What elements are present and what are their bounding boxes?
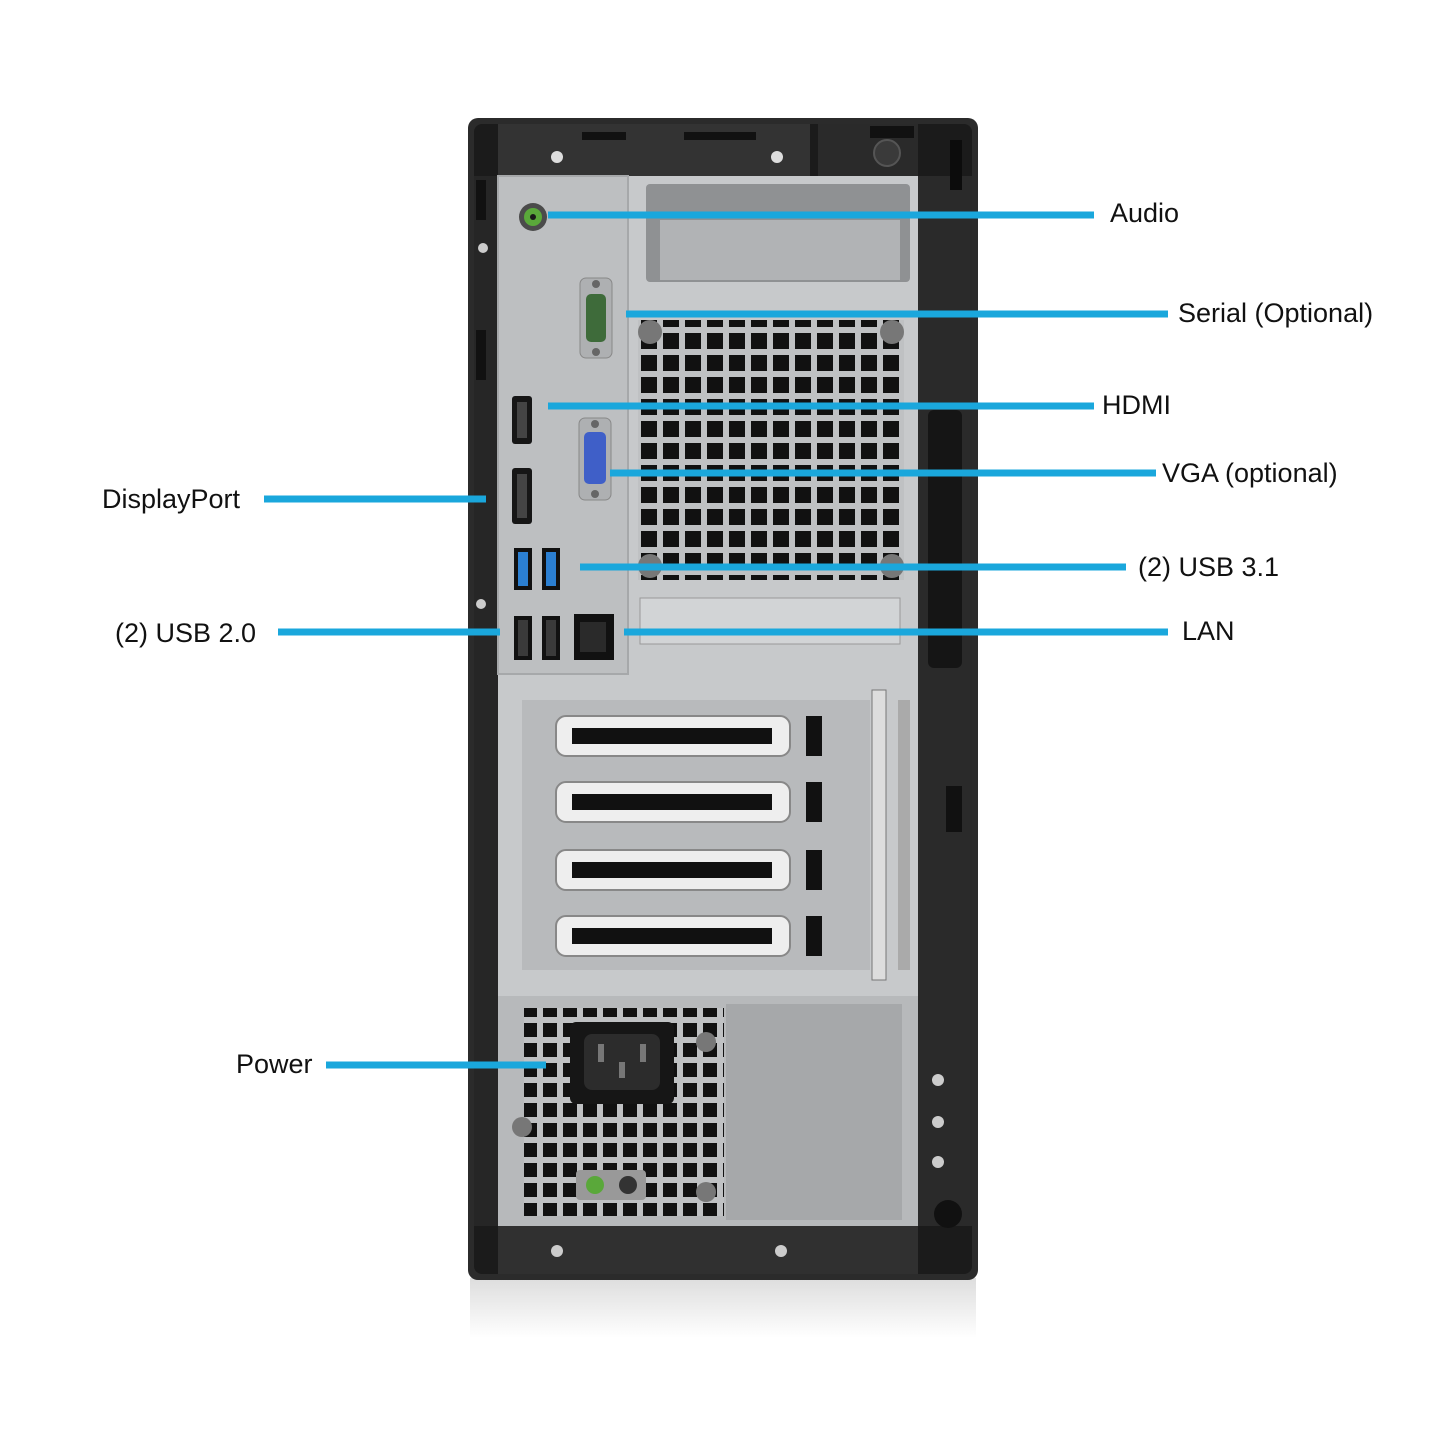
- label-displayport: DisplayPort: [102, 484, 241, 514]
- screw-icon: [775, 1245, 787, 1257]
- fan-grille: [638, 320, 904, 580]
- label-audio: Audio: [1110, 198, 1180, 228]
- top-strip: [498, 124, 810, 176]
- screw-icon: [512, 1117, 532, 1137]
- callout-lines: [264, 211, 1168, 1069]
- label-lan: LAN: [1182, 616, 1235, 646]
- screw-icon: [551, 151, 563, 163]
- label-usb20: (2) USB 2.0: [115, 618, 257, 648]
- screw-icon: [771, 151, 783, 163]
- floor-shadow: [470, 1278, 976, 1338]
- screw-icon: [478, 243, 488, 253]
- label-vga: VGA (optional): [1162, 458, 1338, 488]
- thumbscrew-icon: [873, 139, 901, 167]
- label-hdmi: HDMI: [1102, 390, 1171, 420]
- screw-icon: [696, 1182, 716, 1202]
- label-usb31: (2) USB 3.1: [1138, 552, 1280, 582]
- screw-icon: [476, 599, 486, 609]
- expansion-slots: [522, 689, 910, 981]
- screw-icon: [696, 1032, 716, 1052]
- screw-icon: [551, 1245, 563, 1257]
- label-power: Power: [236, 1049, 313, 1079]
- label-serial: Serial (Optional): [1178, 298, 1374, 328]
